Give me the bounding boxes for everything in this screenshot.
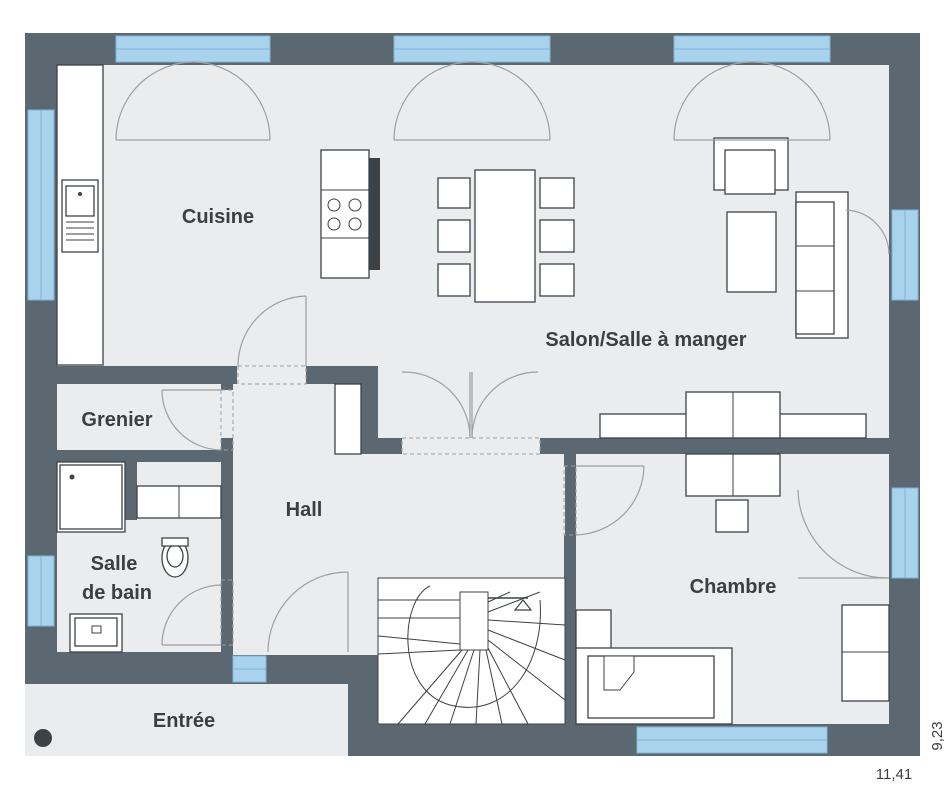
room-label-cuisine: Cuisine bbox=[182, 206, 254, 228]
dining-set bbox=[437, 169, 575, 303]
door-openings bbox=[220, 365, 577, 646]
dimension-width: 11,41 bbox=[876, 766, 912, 783]
storage-shelves bbox=[136, 485, 222, 519]
kitchen-counter bbox=[56, 64, 104, 366]
bathroom-fixtures bbox=[56, 461, 189, 653]
room-label-salon: Salon/Salle à manger bbox=[545, 329, 746, 351]
lounge-set bbox=[713, 137, 849, 339]
room-label-grenier: Grenier bbox=[81, 409, 152, 431]
hall-cabinet bbox=[334, 383, 362, 455]
entrance-lamp bbox=[34, 729, 52, 747]
room-label-salle-de-bain-1: Salle bbox=[91, 553, 138, 575]
dimension-depth: 9,23 bbox=[929, 721, 946, 750]
bedroom-furniture bbox=[575, 453, 890, 725]
door-swings bbox=[115, 61, 890, 653]
room-label-chambre: Chambre bbox=[690, 576, 777, 598]
room-label-entree: Entrée bbox=[153, 710, 215, 732]
room-label-hall: Hall bbox=[286, 499, 323, 521]
windows bbox=[27, 35, 919, 754]
staircase bbox=[377, 577, 566, 725]
sideboard bbox=[599, 391, 867, 439]
entree-terrace bbox=[25, 684, 348, 756]
room-label-salle-de-bain-2: de bain bbox=[82, 582, 152, 604]
kitchen-island bbox=[320, 149, 380, 279]
